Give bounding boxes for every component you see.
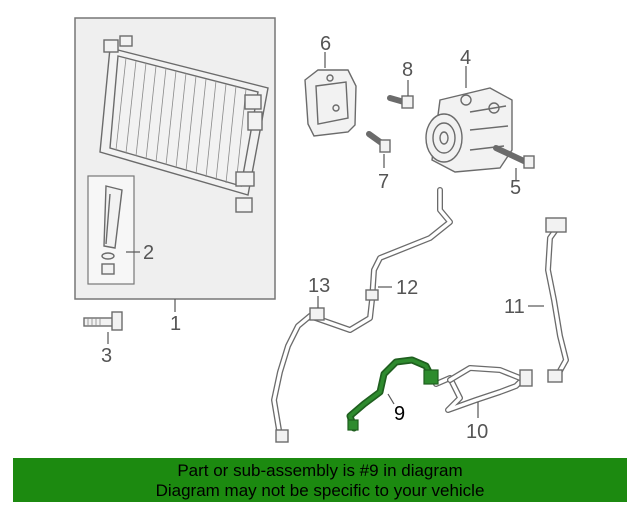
callout-7: 7	[378, 171, 389, 193]
condenser[interactable]	[99, 35, 269, 213]
callout-4: 4	[460, 47, 471, 69]
line-clip-13[interactable]	[309, 307, 325, 321]
banner-line-1: Part or sub-assembly is #9 in diagram	[177, 461, 463, 480]
ac-compressor[interactable]	[425, 87, 513, 173]
callout-3: 3	[101, 345, 112, 367]
ac-line-12[interactable]	[271, 187, 453, 443]
compressor-bracket[interactable]	[304, 69, 357, 137]
parts-diagram: 1 2 3 4 5 6 7 8 9 10 11 12 13	[74, 17, 569, 443]
receiver-drier[interactable]	[101, 185, 123, 275]
callout-12: 12	[396, 277, 418, 299]
callout-5: 5	[510, 177, 521, 199]
bracket-bolt-7[interactable]	[366, 131, 391, 153]
ac-hose-10[interactable]	[433, 365, 533, 413]
callout-11: 11	[504, 296, 525, 318]
ac-hose-11[interactable]	[545, 217, 569, 383]
callout-2: 2	[143, 242, 154, 264]
bracket-bolt-8[interactable]	[387, 95, 414, 109]
callout-10: 10	[466, 421, 488, 443]
callout-1: 1	[170, 313, 181, 335]
leader-lines	[107, 52, 544, 418]
callout-6: 6	[320, 33, 331, 55]
compressor-bolt[interactable]	[493, 145, 535, 169]
callout-8: 8	[402, 59, 413, 81]
callout-13: 13	[308, 275, 330, 297]
part-info-banner: Part or sub-assembly is #9 in diagram Di…	[13, 458, 627, 502]
condenser-bolt[interactable]	[83, 311, 123, 331]
ac-hose-9-highlighted[interactable]	[346, 356, 439, 432]
callout-9: 9	[394, 403, 405, 425]
banner-line-2: Diagram may not be specific to your vehi…	[155, 481, 485, 500]
